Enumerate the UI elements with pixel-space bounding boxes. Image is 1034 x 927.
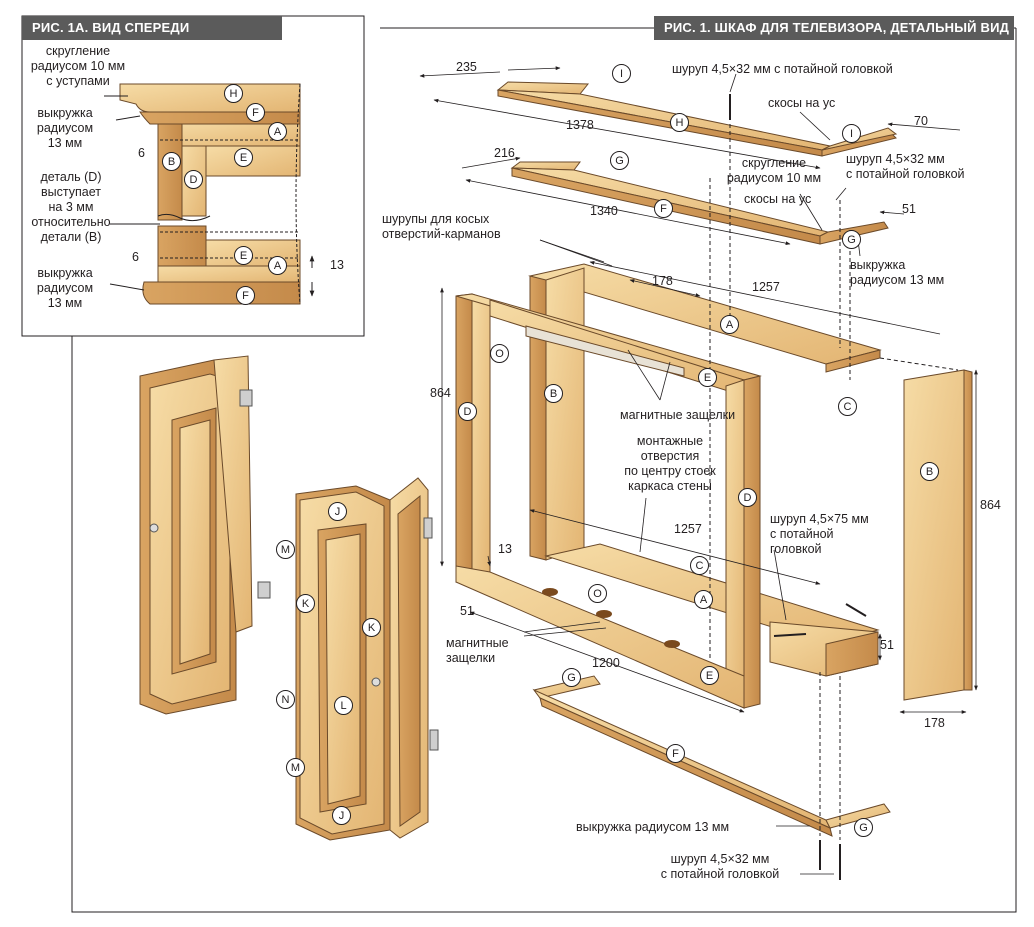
part-tag-a: A <box>720 315 739 334</box>
inset-dim-6-bottom: 6 <box>132 250 139 264</box>
part-tag-b: B <box>162 152 181 171</box>
dim-1340: 1340 <box>590 204 618 218</box>
part-tag-o: O <box>588 584 607 603</box>
part-tag-e: E <box>234 148 253 167</box>
part-tag-d: D <box>738 488 757 507</box>
part-tag-k: K <box>296 594 315 613</box>
label-cove-bottom: выкружка радиусом 13 мм <box>576 820 730 834</box>
door-left <box>139 355 271 715</box>
dimension-lines <box>419 66 978 714</box>
part-tag-f: F <box>246 103 265 122</box>
part-tag-i: I <box>842 124 861 143</box>
label-magnets-bottom: магнитные защелки <box>446 636 509 665</box>
dim-235: 235 <box>456 60 477 74</box>
inset-label-round-step: скругление радиусом 10 мм с уступами <box>30 44 126 88</box>
label-mount-holes: монтажные отверстия по центру стоек карк… <box>624 434 716 493</box>
door-center <box>295 477 439 841</box>
part-tag-e: E <box>234 246 253 265</box>
part-tag-f: F <box>654 199 673 218</box>
part-tag-g: G <box>610 151 629 170</box>
dim-1257-top: 1257 <box>752 280 780 294</box>
dim-1200: 1200 <box>592 656 620 670</box>
part-tag-m: M <box>276 540 295 559</box>
inset-dim-6-top: 6 <box>138 146 145 160</box>
part-tag-k: K <box>362 618 381 637</box>
part-tag-j: J <box>332 806 351 825</box>
inset-figure-1a <box>21 15 365 337</box>
dim-1257-mid: 1257 <box>674 522 702 536</box>
dim-864-right: 864 <box>980 498 1001 512</box>
part-tag-d: D <box>184 170 203 189</box>
part-tag-o: O <box>490 344 509 363</box>
dim-51-right: 51 <box>880 638 894 652</box>
side-panel-b <box>903 369 973 701</box>
part-tag-i: I <box>612 64 631 83</box>
label-miter-top: скосы на ус <box>768 96 836 110</box>
inset-title: РИС. 1А. ВИД СПЕРЕДИ <box>22 16 282 40</box>
part-tag-f: F <box>666 744 685 763</box>
inset-label-cove-bottom: выкружка радиусом 13 мм <box>36 266 94 310</box>
part-tag-a: A <box>268 256 287 275</box>
part-tag-g: G <box>562 668 581 687</box>
label-round-over: скругление радиусом 10 мм <box>726 156 822 185</box>
part-tag-m: M <box>286 758 305 777</box>
dim-178-top: 178 <box>652 274 673 288</box>
dim-864-left: 864 <box>430 386 451 400</box>
label-screw-75: шуруп 4,5×75 мм с потайной головкой <box>770 512 869 556</box>
label-screw-right: шуруп 4,5×32 мм с потайной головкой <box>846 152 965 181</box>
part-tag-b: B <box>544 384 563 403</box>
part-tag-n: N <box>276 690 295 709</box>
part-tag-c: C <box>838 397 857 416</box>
label-screw-top: шуруп 4,5×32 мм с потайной головкой <box>672 62 893 76</box>
part-tag-e: E <box>700 666 719 685</box>
part-tag-h: H <box>224 84 243 103</box>
part-tag-l: L <box>334 696 353 715</box>
dim-13: 13 <box>498 542 512 556</box>
part-tag-h: H <box>670 113 689 132</box>
inset-label-cove-top: выкружка радиусом 13 мм <box>36 106 94 150</box>
dim-1378: 1378 <box>566 118 594 132</box>
dim-216: 216 <box>494 146 515 160</box>
label-miter-mid: скосы на ус <box>744 192 812 206</box>
label-magnets-top: магнитные защелки <box>620 408 736 422</box>
label-screw-bottom: шуруп 4,5×32 мм с потайной головкой <box>660 852 780 881</box>
inset-label-detail-d: деталь (D) выступает на 3 мм относительн… <box>31 170 111 244</box>
inset-dim-13: 13 <box>330 258 344 272</box>
inset-molding-profile <box>104 83 315 305</box>
part-tag-d: D <box>458 402 477 421</box>
dim-51-left: 51 <box>460 604 474 618</box>
crown-molding-h <box>496 81 898 157</box>
dim-70: 70 <box>914 114 928 128</box>
main-figure-title: РИС. 1. ШКАФ ДЛЯ ТЕЛЕВИЗОРА, ДЕТАЛЬНЫЙ В… <box>654 16 1014 40</box>
label-cove-right: выкружка радиусом 13 мм <box>850 258 945 287</box>
label-pocket-screws: шурупы для косых отверстий-карманов <box>382 212 501 241</box>
part-tag-c: C <box>690 556 709 575</box>
dim-51-top: 51 <box>902 202 916 216</box>
part-tag-g: G <box>854 818 873 837</box>
part-tag-e: E <box>698 368 717 387</box>
part-tag-a: A <box>694 590 713 609</box>
dim-178-side: 178 <box>924 716 945 730</box>
part-tag-a: A <box>268 122 287 141</box>
part-tag-b: B <box>920 462 939 481</box>
part-tag-f: F <box>236 286 255 305</box>
part-tag-j: J <box>328 502 347 521</box>
part-tag-g: G <box>842 230 861 249</box>
